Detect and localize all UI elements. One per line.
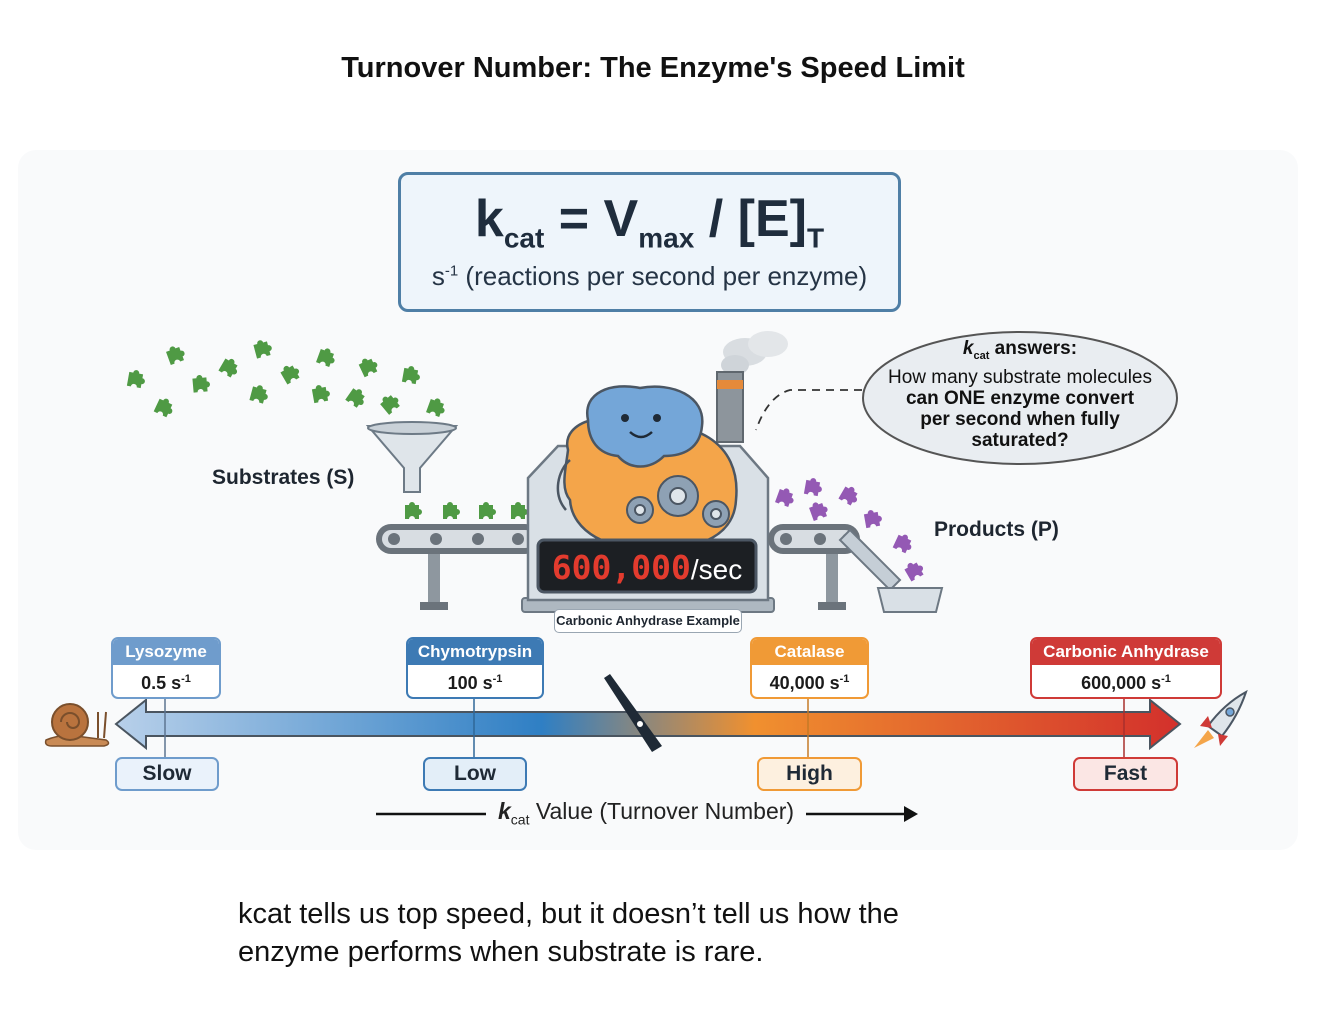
speech-title: kcat answers: xyxy=(872,338,1168,367)
enzyme-rate: 100 s-1 xyxy=(408,665,542,697)
enzyme-rate: 0.5 s-1 xyxy=(113,665,219,697)
formula-equation: kcat = Vmax / [E]T xyxy=(401,189,898,254)
speech-text: kcat answers: How many substrate molecul… xyxy=(872,338,1168,451)
formula-e-sub: T xyxy=(806,222,825,254)
speech-bubble xyxy=(755,331,1178,465)
counter-unit: /sec xyxy=(690,554,743,585)
turnover-counter: 600,000/sec xyxy=(540,545,754,591)
rocket-icon xyxy=(1194,689,1248,748)
enzyme-name: Lysozyme xyxy=(113,639,219,665)
right-conveyor xyxy=(768,476,944,613)
formula-slash: / [E] xyxy=(694,190,807,248)
rate-exp: -1 xyxy=(181,673,191,685)
rate-exp: -1 xyxy=(839,673,850,685)
axis-k-sub: cat xyxy=(510,811,530,828)
substrate-pieces xyxy=(126,337,448,419)
page-title: Turnover Number: The Enzyme's Speed Limi… xyxy=(341,52,965,84)
enzyme-tag-catalase: Catalase 40,000 s-1 xyxy=(750,637,869,699)
speech-line-1: How many substrate molecules xyxy=(888,366,1152,388)
enzyme-tag-carbonic-anhydrase: Carbonic Anhydrase 600,000 s-1 xyxy=(1030,637,1222,699)
speech-line-2: can ONE enzyme convert xyxy=(905,387,1135,409)
enzyme-tag-chymotrypsin: Chymotrypsin 100 s-1 xyxy=(406,637,544,699)
enzyme-name: Chymotrypsin xyxy=(408,639,542,665)
speech-line-3: per second when fully xyxy=(920,408,1120,430)
units-base: s xyxy=(431,261,445,291)
enzyme-rate: 600,000 s-1 xyxy=(1032,665,1220,697)
speech-k: k xyxy=(962,338,974,359)
formula-k-sub: cat xyxy=(503,222,545,254)
gear-icon xyxy=(626,475,730,528)
kcat-axis xyxy=(114,674,1182,822)
speed-label-fast: Fast xyxy=(1073,757,1178,791)
axis-label: kcat Value (Turnover Number) xyxy=(498,798,794,828)
rate-value: 0.5 s xyxy=(141,673,182,693)
substrates-label: Substrates (S) xyxy=(212,466,355,489)
example-label: Carbonic Anhydrase Example xyxy=(554,609,742,633)
left-conveyor xyxy=(376,502,540,610)
rate-exp: -1 xyxy=(1161,673,1171,685)
formula-units: s-1 (reactions per second per enzyme) xyxy=(401,261,898,292)
axis-rest: Value (Turnover Number) xyxy=(529,798,795,824)
speech-line-4: saturated? xyxy=(971,429,1069,451)
funnel-icon xyxy=(365,421,459,493)
speed-label-high: High xyxy=(757,757,862,791)
snail-icon xyxy=(44,703,110,747)
units-text: (reactions per second per enzyme) xyxy=(458,261,868,291)
enzyme-tag-lysozyme: Lysozyme 0.5 s-1 xyxy=(111,637,221,699)
factory-chimney xyxy=(716,331,788,443)
caption-line-1: kcat tells us top speed, but it doesn’t … xyxy=(238,898,899,930)
speed-label-low: Low xyxy=(423,757,527,791)
enzyme-machine xyxy=(521,385,775,613)
formula-box: kcat = Vmax / [E]T s-1 (reactions per se… xyxy=(398,172,901,312)
speed-label-slow: Slow xyxy=(115,757,219,791)
enzyme-name: Catalase xyxy=(752,639,867,665)
rate-value: 100 s xyxy=(447,673,493,693)
axis-k: k xyxy=(498,798,511,824)
caption-line-2: enzyme performs when substrate is rare. xyxy=(238,936,764,968)
formula-v-sub: max xyxy=(638,222,695,254)
enzyme-name: Carbonic Anhydrase xyxy=(1032,639,1220,665)
speech-k-sub: cat xyxy=(973,349,990,362)
counter-value: 600,000 xyxy=(551,548,691,587)
enzyme-rate: 40,000 s-1 xyxy=(752,665,867,697)
products-label: Products (P) xyxy=(934,518,1059,541)
rate-value: 600,000 s xyxy=(1081,673,1162,693)
rate-value: 40,000 s xyxy=(769,673,840,693)
units-exp: -1 xyxy=(444,262,459,280)
rate-exp: -1 xyxy=(492,673,503,685)
speech-title-rest: answers: xyxy=(989,338,1078,359)
formula-k: k xyxy=(474,190,504,248)
caption: kcat tells us top speed, but it doesn’t … xyxy=(238,895,1038,971)
formula-eq: = V xyxy=(544,190,639,248)
